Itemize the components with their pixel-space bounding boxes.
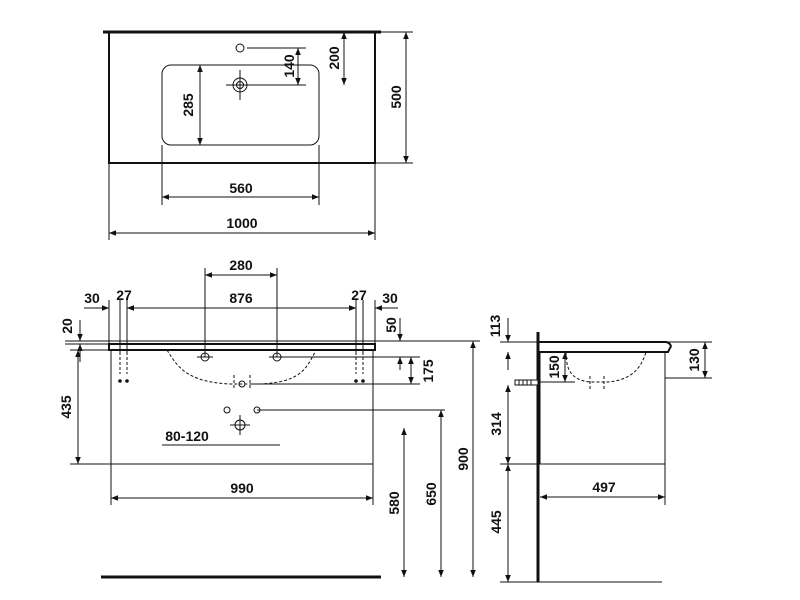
dim-175: 175 xyxy=(420,359,436,383)
dim-80-120: 80-120 xyxy=(165,428,209,444)
tap-hole xyxy=(235,43,245,53)
top-view: 285 140 200 500 560 1000 xyxy=(103,30,413,240)
dim-150: 150 xyxy=(546,355,562,379)
dim-580: 580 xyxy=(386,491,402,515)
dim-435: 435 xyxy=(58,395,74,419)
dim-650: 650 xyxy=(423,482,439,506)
dim-130: 130 xyxy=(686,348,702,372)
front-view: 280 876 30 27 27 30 20 50 1 xyxy=(58,257,480,579)
side-view: 113 150 130 314 497 445 xyxy=(487,314,712,583)
basin-bowl-hidden xyxy=(166,349,317,385)
dim-20: 20 xyxy=(59,318,75,334)
dim-497: 497 xyxy=(592,479,616,495)
dim-500: 500 xyxy=(388,85,404,109)
dim-280: 280 xyxy=(229,257,253,273)
dim-27-right: 27 xyxy=(351,287,367,303)
mount-bolts-left xyxy=(118,352,129,383)
basin-side-hidden xyxy=(565,351,647,383)
washbasin-slab-front xyxy=(108,343,376,351)
dim-445: 445 xyxy=(488,510,504,534)
dim-285: 285 xyxy=(180,93,196,117)
dim-876: 876 xyxy=(229,290,253,306)
siphon-holes xyxy=(223,406,261,435)
cabinet-front xyxy=(110,349,374,465)
dim-50: 50 xyxy=(383,317,399,333)
waste-outlet xyxy=(233,375,251,390)
dim-900: 900 xyxy=(455,447,471,471)
dim-27-left: 27 xyxy=(116,287,132,303)
dim-200: 200 xyxy=(326,46,342,70)
dim-314: 314 xyxy=(488,412,504,436)
dim-990: 990 xyxy=(230,480,254,496)
washbasin-slab-side xyxy=(538,341,672,353)
cabinet-side xyxy=(539,351,666,465)
basin-bowl-top xyxy=(161,64,320,146)
dim-140: 140 xyxy=(281,54,297,78)
mount-bolts-right xyxy=(354,352,365,383)
dim-560: 560 xyxy=(229,180,253,196)
dim-30-right: 30 xyxy=(382,290,398,306)
dim-113: 113 xyxy=(487,314,503,337)
dim-30-left: 30 xyxy=(84,290,100,306)
waste-pipe xyxy=(514,379,539,386)
dim-1000: 1000 xyxy=(226,215,257,231)
